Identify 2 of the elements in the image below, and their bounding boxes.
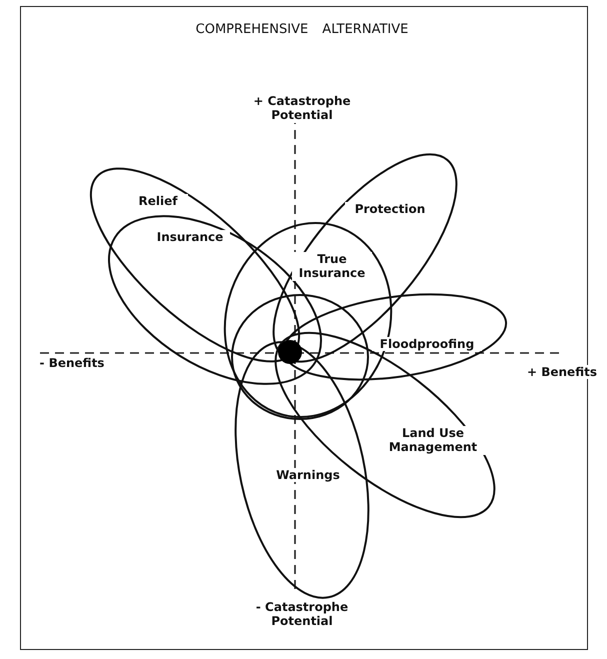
petal-label: Floodproofing	[372, 337, 482, 352]
petal-label: True Insurance	[292, 252, 372, 281]
